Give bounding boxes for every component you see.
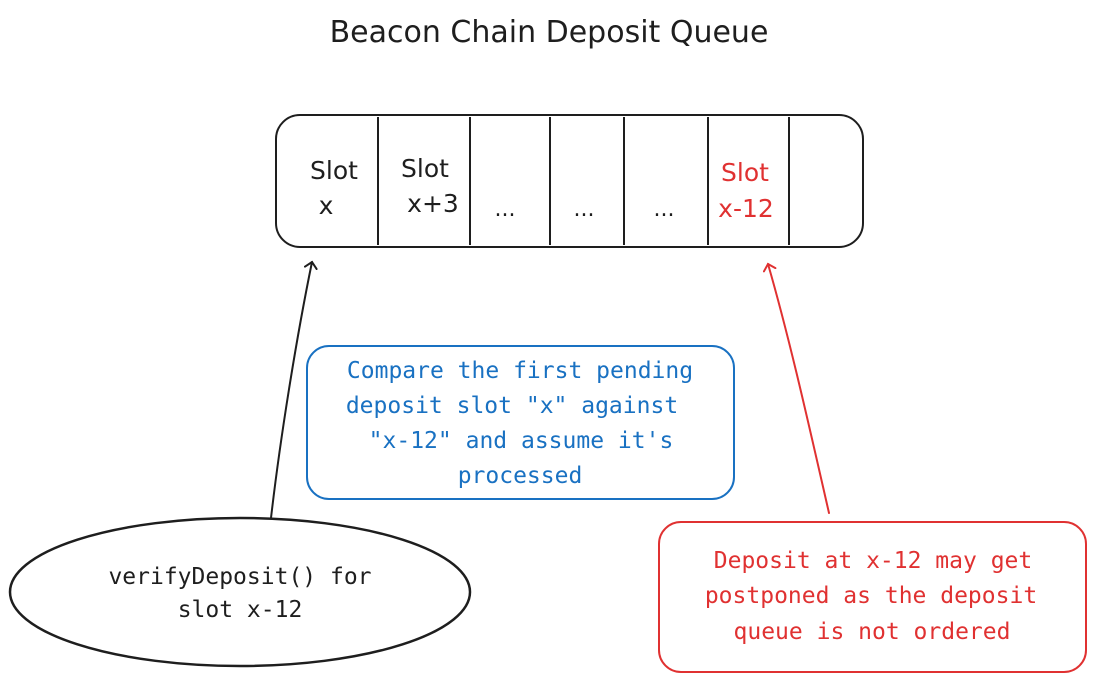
verify-deposit-line: slot x-12 [178,597,303,623]
slot-x-minus-12-label: Slot [721,158,769,187]
compare-note-line: Compare the first pending [347,358,693,384]
slot-ellipsis: ... [495,197,516,222]
slot-x-value: x [319,191,334,220]
warning-note-box [658,521,1087,673]
slot-x-label: Slot [310,156,358,185]
slot-x-minus-12-value: x-12 [718,194,774,223]
compare-note-line: "x-12" and assume it's [369,428,674,454]
warning-note: Deposit at x-12 may get postponed as the… [658,521,1087,673]
compare-note: Compare the first pending deposit slot "… [306,345,735,500]
warning-note-line: queue is not ordered [734,619,1011,645]
verify-deposit-ellipse [8,516,472,668]
slot-ellipsis: ... [654,197,675,222]
verify-deposit-line: verifyDeposit() for [108,564,371,590]
postponed-arrow [762,262,830,514]
slot-x-plus-3-label: Slot [401,154,449,183]
queue-outline [275,114,864,248]
warning-note-line: postponed as the deposit [705,583,1037,609]
compare-note-line: processed [458,463,583,489]
diagram-title: Beacon Chain Deposit Queue [330,15,769,50]
compare-note-box [306,345,735,500]
warning-note-line: Deposit at x-12 may get [714,548,1033,574]
slot-ellipsis: ... [574,197,595,222]
deposit-queue: Slot x Slot x+3 ... ... ... Slot x-12 [275,114,864,248]
verify-deposit-call: verifyDeposit() for slot x-12 [8,516,472,668]
slot-x-plus-3-value: x+3 [407,189,459,218]
compare-note-line: deposit slot "x" against [346,393,678,419]
verify-arrow [270,260,318,519]
